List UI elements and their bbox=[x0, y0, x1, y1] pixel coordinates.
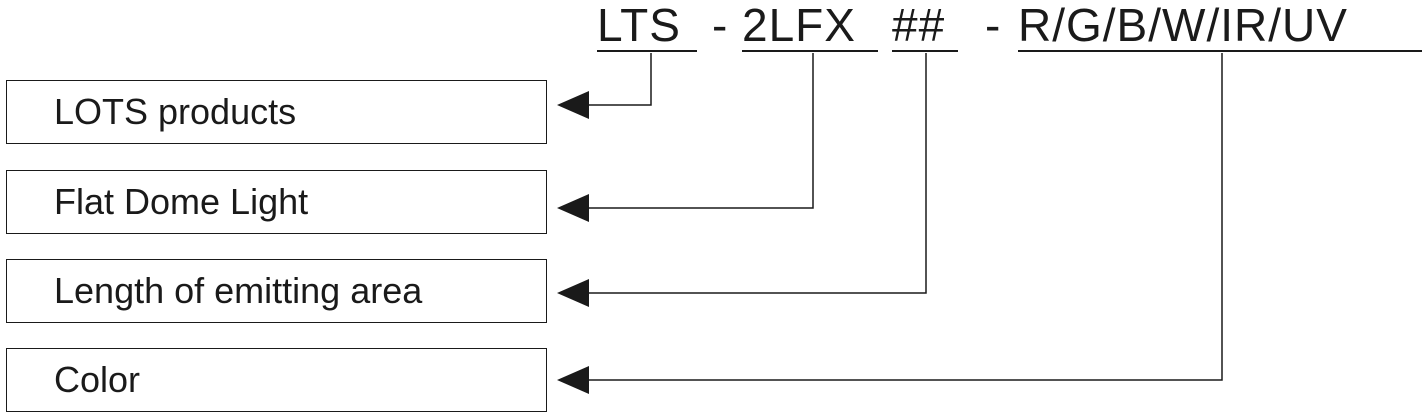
legend-label: LOTS products bbox=[54, 91, 297, 132]
arrowhead-icon bbox=[557, 91, 589, 119]
code-color-options: R/G/B/W/IR/UV bbox=[1018, 0, 1422, 52]
code-separator: - bbox=[985, 0, 1002, 51]
arrowhead-icon bbox=[557, 279, 589, 307]
legend-box-length: Length of emitting area bbox=[6, 259, 547, 323]
legend-label: Flat Dome Light bbox=[54, 181, 309, 222]
code-prefix: LTS bbox=[597, 0, 697, 52]
arrowhead-icon bbox=[557, 194, 589, 222]
legend-box-model: Flat Dome Light bbox=[6, 170, 547, 234]
code-separator: - bbox=[712, 0, 729, 51]
code-length: ## bbox=[892, 0, 958, 52]
legend-box-color: Color bbox=[6, 348, 547, 412]
legend-box-product: LOTS products bbox=[6, 80, 547, 144]
connector-model bbox=[589, 53, 814, 209]
code-model: 2LFX bbox=[742, 0, 878, 52]
connector-prefix bbox=[589, 53, 652, 106]
legend-label: Color bbox=[54, 359, 141, 400]
arrowhead-icon bbox=[557, 366, 589, 394]
connector-color bbox=[589, 53, 1223, 381]
part-number-code: LTS - 2LFX ## - R/G/B/W/IR/UV bbox=[0, 0, 1426, 60]
legend-label: Length of emitting area bbox=[54, 270, 423, 311]
connector-length bbox=[589, 53, 927, 294]
